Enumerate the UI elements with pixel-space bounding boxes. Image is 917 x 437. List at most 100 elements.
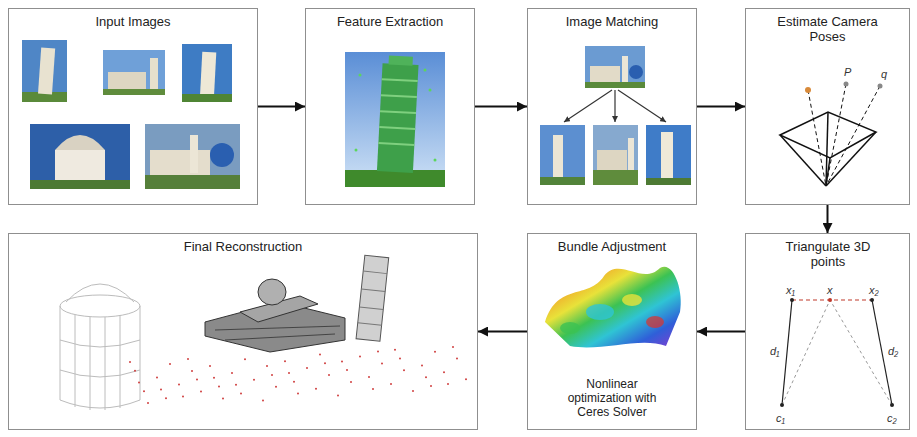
input-photos	[190, 135, 198, 173]
matching-photos	[661, 132, 673, 178]
matching-photos	[628, 138, 634, 170]
process-box: Bundle AdjustmentNonlinear optimization …	[527, 233, 697, 430]
error-surface	[545, 267, 681, 348]
feature-photo	[377, 63, 419, 173]
step-title: Bundle Adjustment	[537, 239, 687, 254]
point-cloud	[288, 372, 290, 374]
point-cloud	[425, 376, 427, 378]
point-cloud	[465, 378, 467, 380]
triangulation	[890, 403, 894, 407]
point-cloud	[191, 370, 193, 372]
point-cloud	[60, 295, 140, 317]
feature-photo	[378, 143, 414, 145]
point-cloud	[213, 377, 215, 379]
input-photos	[30, 124, 130, 189]
feature-photo	[429, 89, 432, 92]
point-cloud	[165, 397, 167, 399]
point-cloud	[262, 399, 264, 401]
step-title: Feature Extraction	[315, 14, 465, 29]
step-title: Triangulate 3D points	[773, 239, 883, 269]
input-photos	[22, 40, 67, 102]
point-cloud	[218, 386, 220, 388]
input-photos	[30, 180, 130, 189]
matching-photos	[646, 125, 691, 185]
point-cloud	[341, 360, 343, 362]
input-photos	[150, 150, 210, 175]
input-photos	[182, 44, 232, 102]
matching-photos	[540, 177, 585, 185]
point-cloud	[399, 358, 401, 360]
point-cloud	[182, 395, 184, 397]
input-photos	[200, 52, 216, 97]
point-cloud	[235, 384, 237, 386]
matching-photos	[597, 150, 627, 170]
point-cloud	[60, 400, 140, 408]
step-title: Estimate Camera Poses	[770, 14, 885, 44]
point-cloud	[60, 340, 140, 347]
point-cloud	[244, 358, 246, 360]
point-cloud	[66, 284, 134, 302]
matching-photos	[614, 90, 615, 122]
point-cloud	[443, 371, 445, 373]
point-cloud	[452, 346, 454, 348]
matching-photos	[540, 46, 691, 185]
feature-photo	[345, 52, 445, 187]
point-cloud	[129, 346, 467, 404]
matching-photos	[553, 135, 563, 177]
input-photos	[103, 50, 165, 95]
flow-arrow	[827, 205, 829, 233]
error-surface	[622, 294, 642, 306]
flow-arrow	[697, 331, 745, 333]
point-cloud	[430, 385, 432, 387]
input-photos	[55, 135, 105, 150]
process-box: Final Reconstruction	[8, 233, 478, 430]
point-cloud	[324, 362, 326, 364]
input-photos	[108, 72, 146, 90]
flow-arrow	[478, 331, 527, 333]
process-box: Input Images	[8, 8, 258, 205]
point-cloud	[225, 334, 335, 340]
point-cloud	[75, 315, 76, 407]
point-cloud	[284, 360, 286, 362]
input-photos	[22, 40, 240, 189]
point-cloud	[200, 390, 202, 392]
triangulation	[830, 300, 892, 405]
point-cloud	[266, 365, 268, 367]
feature-photo	[381, 95, 417, 97]
camera-frustum	[826, 86, 880, 186]
step-title: Final Reconstruction	[93, 239, 393, 254]
matching-photos	[618, 90, 666, 122]
matching-photos	[585, 82, 645, 88]
camera-frustum	[805, 87, 811, 93]
step-title: Input Images	[33, 14, 233, 29]
point-cloud	[231, 372, 233, 374]
matching-photos	[622, 56, 628, 82]
point-cloud	[222, 397, 224, 399]
point-cloud	[147, 402, 149, 404]
feature-photo	[434, 159, 437, 162]
input-photos	[150, 58, 158, 90]
point-cloud	[363, 271, 387, 274]
matching-photos	[593, 170, 638, 185]
camera-frustum	[808, 90, 826, 186]
point-cloud	[90, 317, 91, 410]
process-box: Triangulate 3D points	[745, 233, 910, 430]
point-cloud	[434, 351, 436, 353]
feature-photo	[424, 69, 427, 72]
figure-label: c₂	[887, 412, 897, 424]
point-cloud	[337, 395, 339, 397]
triangulation	[780, 403, 784, 407]
flow-arrow	[697, 106, 745, 108]
point-cloud	[60, 370, 140, 377]
step-note: Nonlinear optimization with Ceres Solver	[554, 377, 670, 419]
feature-photo	[382, 79, 418, 81]
triangulation	[780, 298, 894, 407]
point-cloud	[209, 365, 211, 367]
input-photos	[145, 175, 240, 189]
point-cloud	[60, 306, 61, 400]
point-cloud	[120, 315, 121, 408]
point-cloud	[361, 289, 385, 292]
point-cloud	[140, 306, 141, 400]
point-cloud	[346, 369, 348, 371]
